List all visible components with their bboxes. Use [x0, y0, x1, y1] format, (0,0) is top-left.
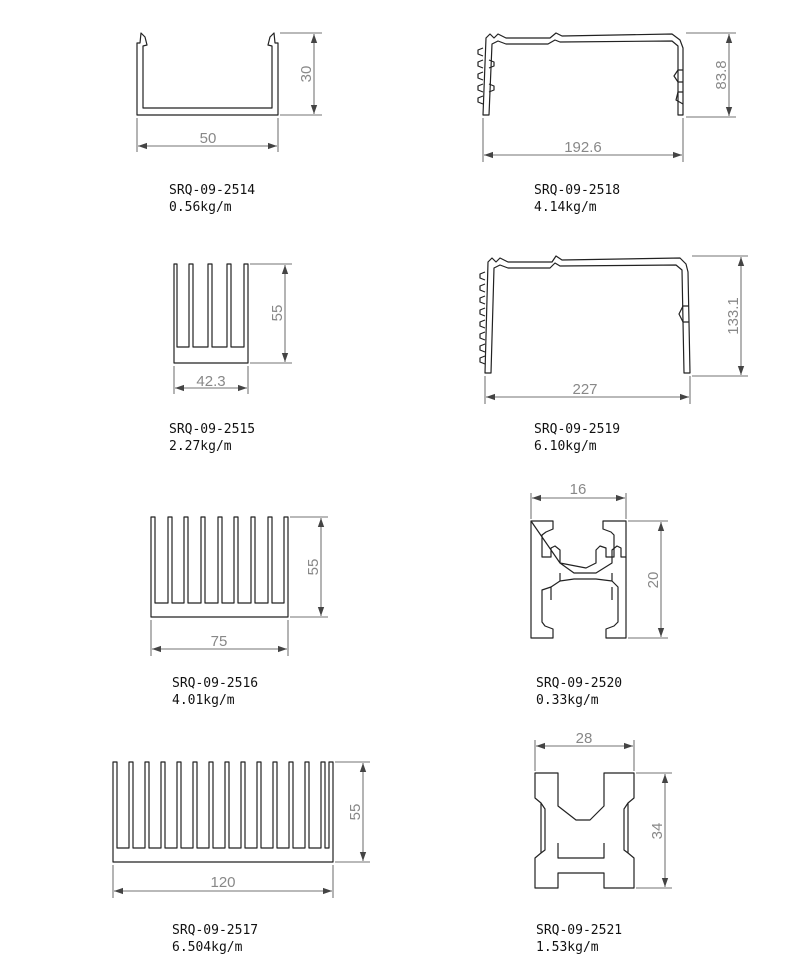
width-label: 227	[572, 381, 597, 398]
profile-weight: 4.14kg/m	[534, 200, 597, 215]
height-label: 55	[269, 305, 286, 322]
height-label: 20	[645, 572, 662, 589]
caption-srq-09-2517: SRQ-09-2517 6.504kg/m	[172, 922, 258, 956]
profile-weight: 6.10kg/m	[534, 439, 597, 454]
profile-srq-09-2518: 192.6 83.8	[477, 32, 736, 162]
height-label: 55	[347, 804, 364, 821]
profile-srq-09-2520: 16 20	[530, 481, 668, 639]
width-label: 75	[211, 633, 228, 650]
housing-outline	[482, 32, 684, 116]
fin-teeth	[479, 271, 486, 365]
heatsink-outline	[150, 516, 289, 618]
profile-srq-09-2514: 50 30	[136, 32, 322, 152]
profile-weight: 0.33kg/m	[536, 693, 599, 708]
caption-srq-09-2516: SRQ-09-2516 4.01kg/m	[172, 675, 258, 709]
height-label: 83.8	[713, 60, 730, 89]
heatsink-outline	[173, 263, 249, 364]
width-label: 50	[200, 130, 217, 147]
profile-weight: 4.01kg/m	[172, 693, 235, 708]
profile-code: SRQ-09-2521	[536, 923, 623, 938]
profile-weight: 0.56kg/m	[169, 200, 232, 215]
profile-code: SRQ-09-2518	[534, 183, 621, 198]
side-slot	[678, 305, 689, 323]
u-channel-outline	[136, 32, 279, 116]
caption-srq-09-2515: SRQ-09-2515 2.27kg/m	[169, 421, 255, 455]
width-label: 42.3	[196, 373, 225, 390]
caption-srq-09-2520: SRQ-09-2520 0.33kg/m	[536, 675, 622, 709]
profile-srq-09-2517: 120 55	[112, 761, 370, 898]
caption-srq-09-2514: SRQ-09-2514 0.56kg/m	[169, 182, 255, 216]
caption-srq-09-2518: SRQ-09-2518 4.14kg/m	[534, 182, 620, 216]
fin-teeth	[477, 47, 495, 105]
side-slot	[673, 69, 684, 105]
profile-code: SRQ-09-2517	[172, 923, 259, 938]
height-label: 34	[649, 823, 666, 840]
profile-weight: 2.27kg/m	[169, 439, 232, 454]
rail-inner	[540, 802, 629, 859]
caption-srq-09-2521: SRQ-09-2521 1.53kg/m	[536, 922, 622, 956]
housing-outline	[484, 255, 691, 374]
width-label: 120	[210, 874, 235, 891]
rail-lower	[530, 521, 627, 639]
profile-code: SRQ-09-2516	[172, 676, 259, 691]
height-label: 30	[298, 66, 315, 83]
height-label: 133.1	[725, 297, 742, 335]
profile-code: SRQ-09-2515	[169, 422, 256, 437]
profile-code: SRQ-09-2520	[536, 676, 623, 691]
profile-srq-09-2515: 42.3 55	[173, 263, 292, 394]
profile-srq-09-2521: 28 34	[534, 730, 672, 889]
rail-outline	[534, 772, 635, 889]
profile-weight: 1.53kg/m	[536, 940, 599, 955]
profile-weight: 6.504kg/m	[172, 940, 243, 955]
width-label: 28	[576, 730, 593, 747]
caption-srq-09-2519: SRQ-09-2519 6.10kg/m	[534, 421, 620, 455]
width-label: 16	[570, 481, 587, 498]
heatsink-outline	[112, 761, 334, 863]
rail-outline	[530, 520, 627, 574]
profile-code: SRQ-09-2514	[169, 183, 256, 198]
profile-srq-09-2519: 227 133.1	[479, 255, 748, 404]
profile-srq-09-2516: 75 55	[150, 516, 328, 656]
width-label: 192.6	[564, 139, 602, 156]
height-label: 55	[305, 559, 322, 576]
profile-code: SRQ-09-2519	[534, 422, 621, 437]
